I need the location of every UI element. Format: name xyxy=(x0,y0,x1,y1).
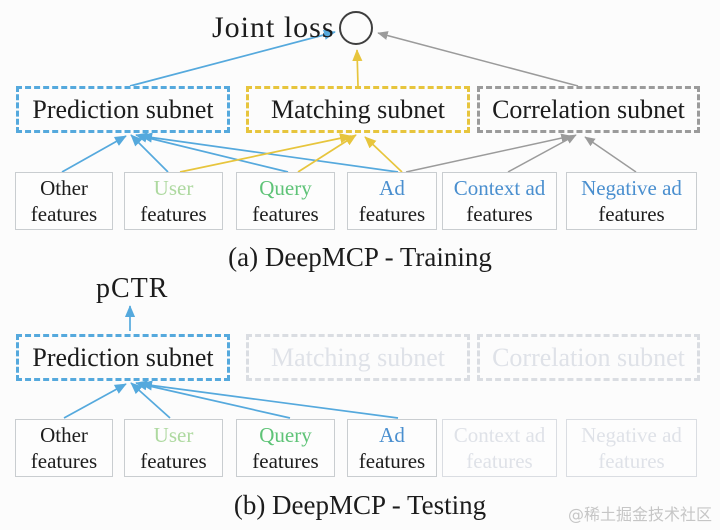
feature-box-query-training: Query features xyxy=(236,172,335,230)
edge-ad-to-correlation xyxy=(405,133,572,173)
pctr-label: pCTR xyxy=(96,273,169,304)
feature-word: features xyxy=(466,202,533,226)
feature-word: features xyxy=(358,449,426,473)
matching-subnet-box-training: Matching subnet xyxy=(246,86,470,133)
feature-name: User xyxy=(153,423,194,447)
feature-word: features xyxy=(358,202,426,226)
correlation-subnet-box-training: Correlation subnet xyxy=(477,86,700,133)
correlation-subnet-box-testing-inactive: Correlation subnet xyxy=(477,334,700,381)
subnet-label: Correlation subnet xyxy=(492,94,685,124)
testing-caption: (b) DeepMCP - Testing xyxy=(233,490,487,520)
edge-ad-to-prediction-test xyxy=(140,380,399,419)
feature-box-user-training: User features xyxy=(124,172,223,230)
edge-ad-to-matching xyxy=(364,136,403,173)
edge-other-to-prediction-test xyxy=(63,383,127,419)
watermark: @稀土掘金技术社区 xyxy=(567,505,712,524)
feature-word: features xyxy=(252,202,319,226)
edge-user-to-matching xyxy=(179,133,352,173)
prediction-subnet-box-testing: Prediction subnet xyxy=(16,334,230,381)
feature-name: Query xyxy=(259,423,312,447)
feature-name: Context ad xyxy=(453,176,546,200)
edge-user-to-prediction-test xyxy=(130,382,171,419)
joint-loss-node xyxy=(339,11,373,45)
feature-box-user-testing: User features xyxy=(124,419,223,477)
feature-name: Context ad xyxy=(453,423,546,447)
feature-word: features xyxy=(30,449,98,473)
edge-matching-to-jointloss xyxy=(352,49,363,87)
edge-negativead-to-correlation xyxy=(584,136,637,173)
edge-contextad-to-correlation xyxy=(507,134,577,173)
feature-box-contextad-training: Context ad features xyxy=(442,172,557,230)
edge-query-to-prediction xyxy=(135,132,289,173)
feature-name: Ad xyxy=(379,176,405,200)
feature-box-other-testing: Other features xyxy=(15,419,113,477)
edge-user-to-prediction xyxy=(130,134,169,173)
feature-box-negativead-training: Negative ad features xyxy=(566,172,697,230)
feature-word: features xyxy=(30,202,98,226)
feature-name: Other xyxy=(40,176,88,200)
feature-name: Ad xyxy=(379,423,405,447)
edge-correlation-to-jointloss xyxy=(377,31,579,87)
feature-box-contextad-testing-inactive: Context ad features xyxy=(442,419,557,477)
prediction-subnet-box-training: Prediction subnet xyxy=(16,86,230,133)
edge-query-to-prediction-test xyxy=(135,380,291,419)
subnet-label: Matching subnet xyxy=(270,342,446,372)
feature-word: features xyxy=(140,449,207,473)
feature-name: User xyxy=(153,176,194,200)
training-caption: (a) DeepMCP - Training xyxy=(228,242,492,272)
feature-box-negativead-testing-inactive: Negative ad features xyxy=(566,419,697,477)
feature-word: features xyxy=(598,449,665,473)
subnet-label: Correlation subnet xyxy=(492,342,685,372)
feature-word: features xyxy=(140,202,207,226)
subnet-label: Matching subnet xyxy=(270,94,446,124)
feature-name: Other xyxy=(40,423,88,447)
feature-box-ad-testing: Ad features xyxy=(347,419,437,477)
subnet-label: Prediction subnet xyxy=(32,342,214,372)
edge-prediction-to-jointloss xyxy=(129,29,336,87)
feature-box-other-training: Other features xyxy=(15,172,113,230)
feature-box-ad-training: Ad features xyxy=(347,172,437,230)
edge-other-to-prediction xyxy=(61,135,127,173)
joint-loss-label: Joint loss xyxy=(212,11,335,44)
feature-name: Negative ad xyxy=(581,176,682,200)
feature-word: features xyxy=(466,449,533,473)
feature-word: features xyxy=(598,202,665,226)
matching-subnet-box-testing-inactive: Matching subnet xyxy=(246,334,470,381)
subnet-label: Prediction subnet xyxy=(32,94,214,124)
feature-name: Query xyxy=(259,176,312,200)
edge-query-to-matching xyxy=(297,134,357,173)
feature-box-query-testing: Query features xyxy=(236,419,335,477)
feature-name: Negative ad xyxy=(581,423,682,447)
feature-word: features xyxy=(252,449,319,473)
